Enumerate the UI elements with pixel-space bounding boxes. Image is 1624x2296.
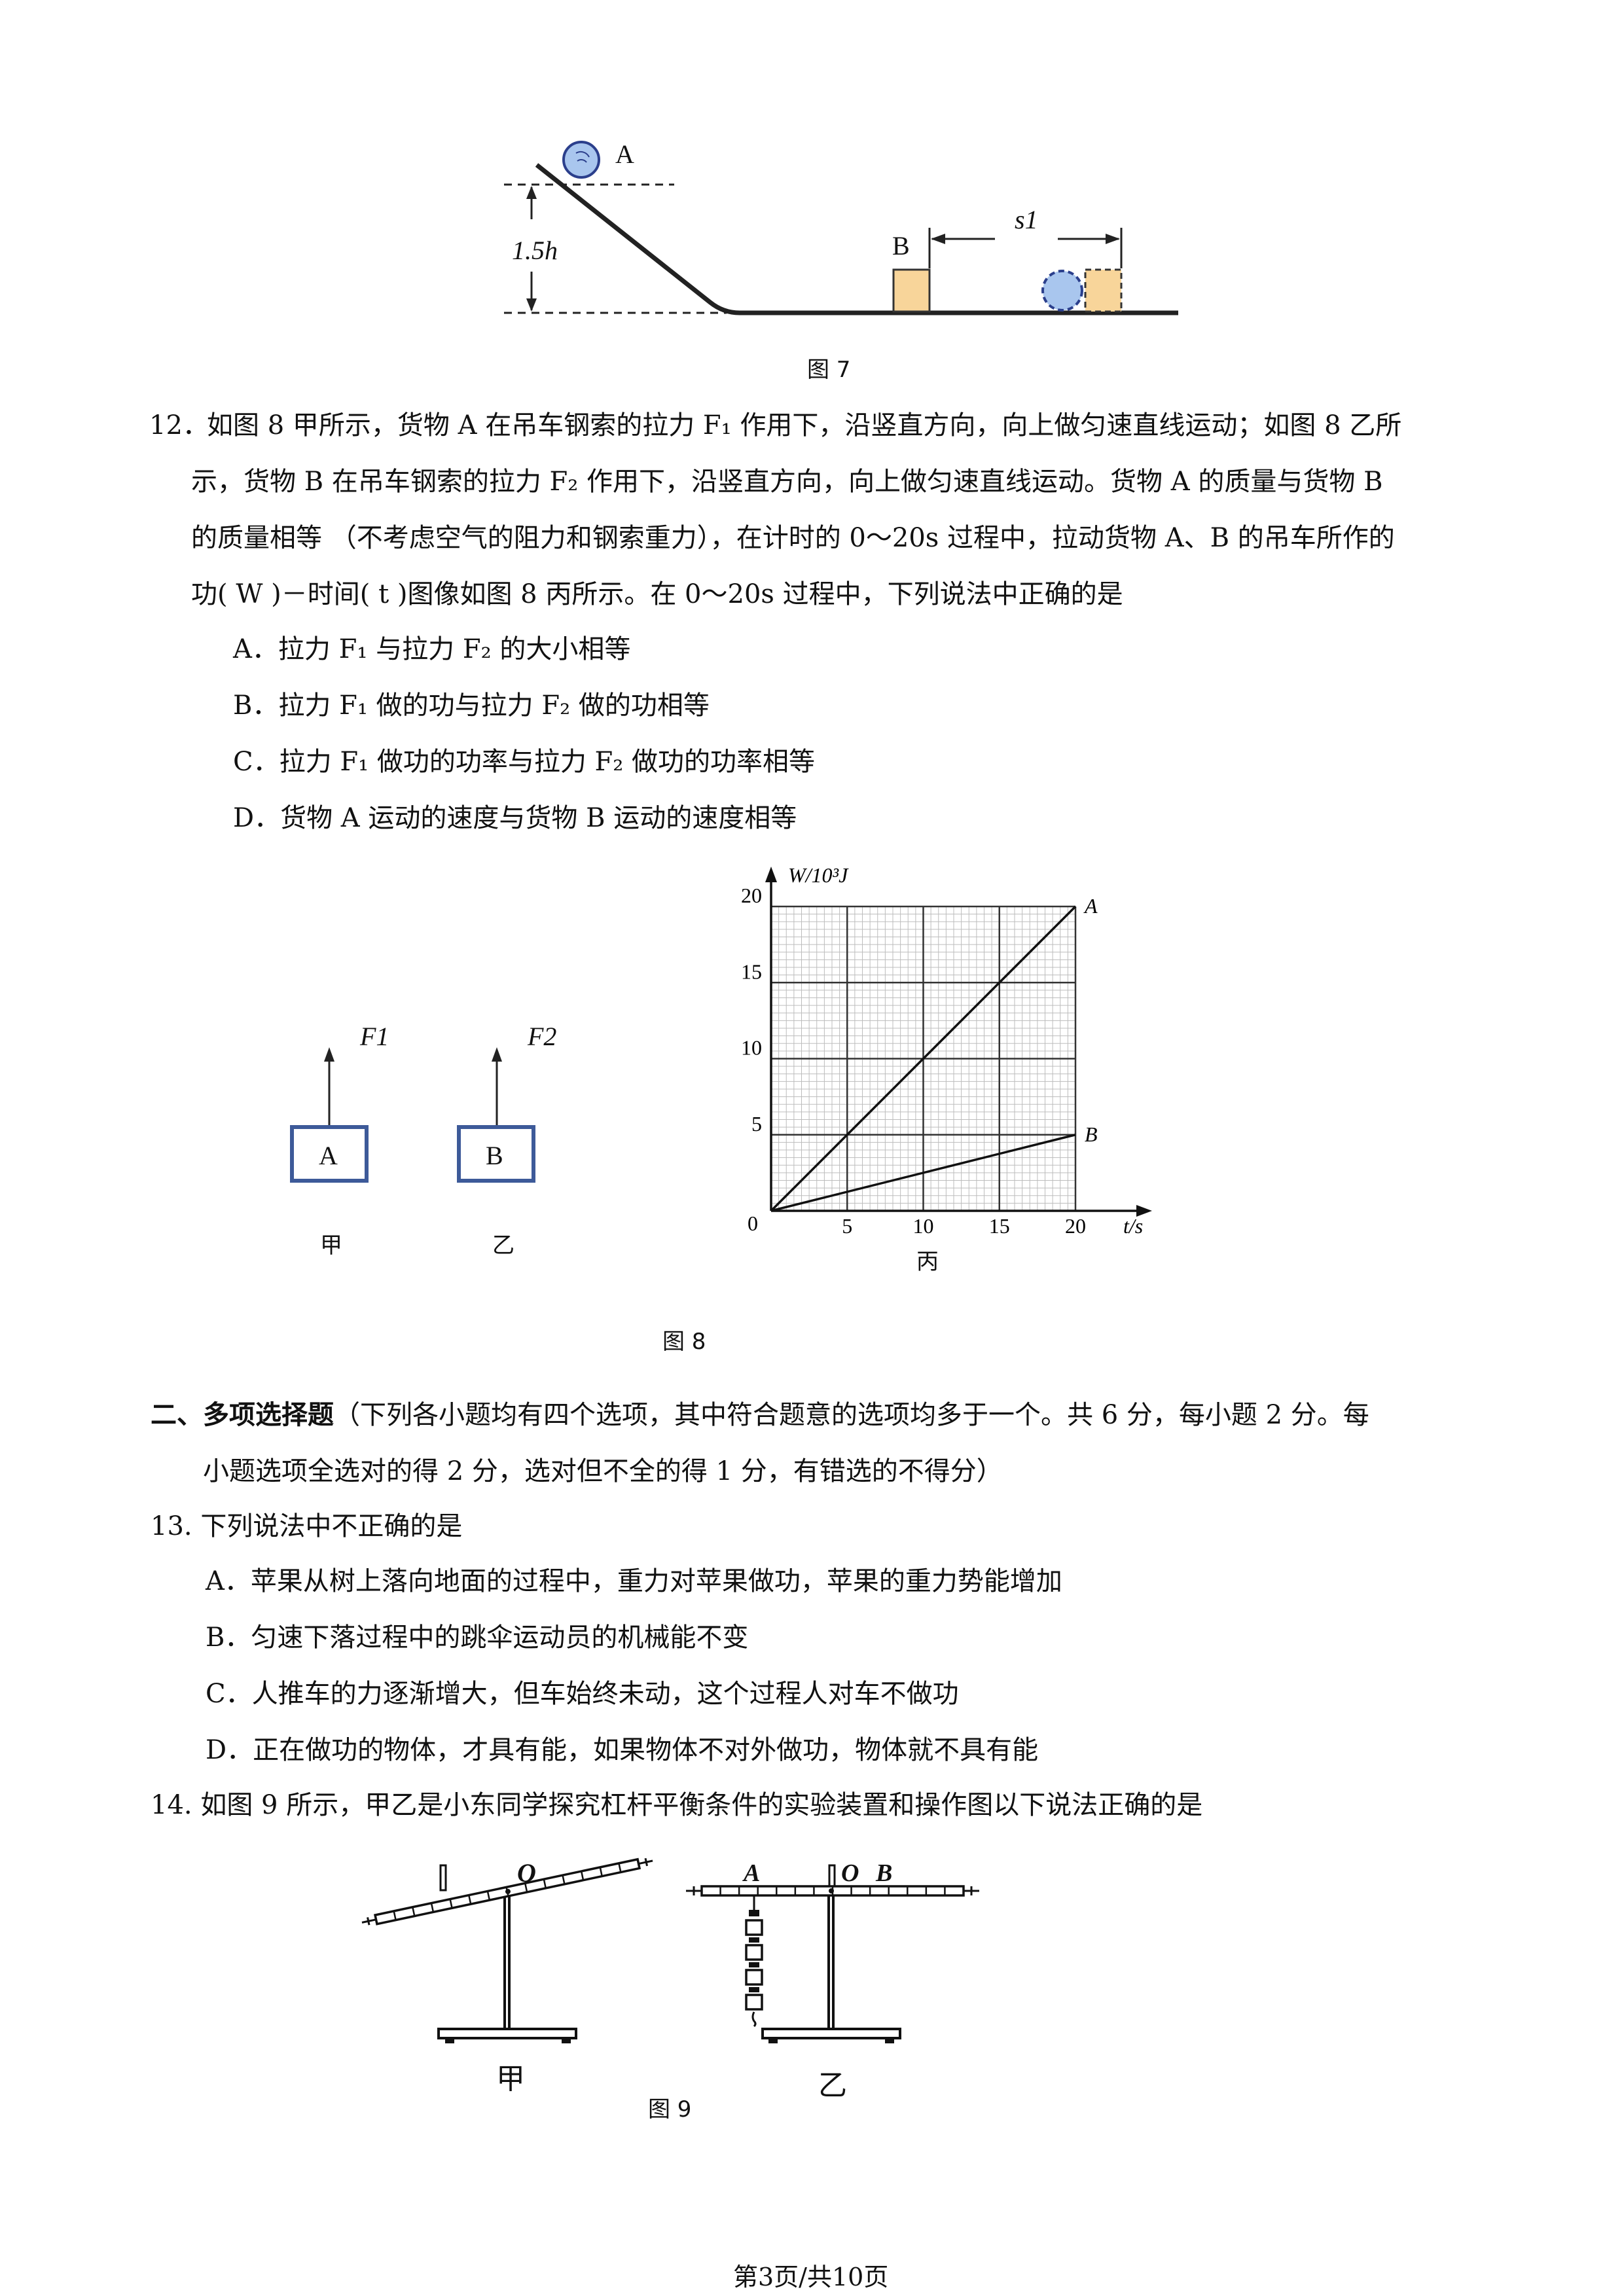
figure-8-boxes (290, 1047, 535, 1183)
lever-tick (468, 1895, 472, 1905)
fig7-label-height: 1.5h (512, 236, 558, 265)
lever-tick (599, 1867, 603, 1876)
lever-tick (393, 1910, 397, 1920)
q13-option-c[interactable]: C．人推车的力逐渐增大，但车始终未动，这个过程人对车不做功 (206, 1679, 959, 1709)
chart-xlabel: t/s (1123, 1214, 1143, 1238)
fig8-force-1-text: F1 (360, 1022, 389, 1051)
y-tick-label: 20 (741, 884, 762, 907)
q12-option-c[interactable]: C．拉力 F₁ 做功的功率与拉力 F₂ 做功的功率相等 (233, 747, 816, 777)
fig9-label-o-jia: O (517, 1858, 536, 1888)
chart-origin: 0 (748, 1211, 758, 1235)
q12-option-a[interactable]: A．拉力 F₁ 与拉力 F₂ 的大小相等 (233, 634, 631, 664)
figure-9 (361, 1857, 979, 2043)
y-tick-label: 5 (751, 1112, 762, 1136)
fig8-caption: 图 8 (662, 1329, 706, 1355)
fig7-label-s1: s1 (1015, 205, 1038, 234)
x-tick-label: 10 (913, 1214, 934, 1238)
lever-tick (562, 1874, 566, 1885)
lever-tick (580, 1871, 585, 1880)
section2-title: 二、多项选择题 (151, 1399, 334, 1430)
section2-desc-1: （下列各小题均有四个选项，其中符合题意的选项均多于一个。共 6 分，每小题 2 … (334, 1400, 1369, 1430)
lever-setup-yi (686, 1864, 979, 2043)
q12-option-b[interactable]: B．拉力 F₁ 做的功与拉力 F₂ 做的功相等 (233, 691, 710, 721)
series-line-b (770, 1134, 1076, 1212)
fig9-caption: 图 9 (648, 2096, 692, 2123)
fig8-label-yi: 乙 (492, 1232, 514, 1259)
lever-ticks-yi (719, 1886, 946, 1895)
lever-tick (543, 1878, 547, 1889)
chart-ylabel: W/10³J (788, 863, 849, 887)
q12-line-1: 如图 8 甲所示，货物 A 在吊车钢索的拉力 F₁ 作用下，沿竖直方向，向上做匀… (207, 410, 1402, 440)
lever-tick (524, 1883, 528, 1893)
y-tick-label: 10 (741, 1036, 762, 1060)
q14-stem: 14. 如图 9 所示，甲乙是小东同学探究杠杆平衡条件的实验装置和操作图以下说法… (151, 1790, 1203, 1820)
q13-option-a[interactable]: A．苹果从树上落向地面的过程中，重力对苹果做功，苹果的重力势能增加 (206, 1566, 1062, 1596)
page-number: 第3页/共10页 (733, 2263, 889, 2291)
y-tick-label: 15 (741, 960, 762, 983)
q12-line-4: 功( W )－时间( t )图像如图 8 丙所示。在 0～20s 过程中，下列说… (191, 579, 1123, 609)
series-line-a (770, 905, 1077, 1212)
y-axis-arrow (765, 867, 777, 882)
x-tick-label: 5 (842, 1214, 852, 1238)
q12-line-3: 的质量相等 （不考虑空气的阻力和钢索重力），在计时的 0～20s 过程中，拉动货… (191, 523, 1395, 553)
fig7-label-b: B (892, 231, 910, 260)
section2-heading: 二、多项选择题（下列各小题均有四个选项，其中符合题意的选项均多于一个。共 6 分… (151, 1397, 1369, 1433)
fig8-label-jia: 甲 (320, 1232, 342, 1259)
fig8-box-b-label: B (486, 1141, 503, 1170)
series-label-b: B (1085, 1122, 1098, 1146)
q12-number: 12． (149, 410, 209, 440)
fig8-force-1: F1 (360, 1018, 389, 1055)
fig7-label-a: A (615, 139, 634, 169)
chart-tick-layer: 5 10 15 20 5 10 15 20 (741, 884, 1086, 1238)
x-tick-label: 15 (989, 1214, 1010, 1238)
box-a (290, 1125, 369, 1183)
fig7-caption: 图 7 (807, 357, 851, 383)
x-tick-label: 20 (1065, 1214, 1086, 1238)
fig9-label-b: B (876, 1859, 893, 1887)
lever-setup-jia (361, 1857, 653, 2043)
figure-7 (504, 141, 1178, 315)
chart-series-layer: AB (770, 894, 1098, 1212)
series-label-a: A (1083, 894, 1098, 918)
q13-option-b[interactable]: B．匀速下落过程中的跳伞运动员的机械能不变 (206, 1623, 749, 1653)
lever-tick (412, 1907, 416, 1916)
fig8-force-2: F2 (528, 1018, 556, 1055)
q13-stem: 13. 下列说法中不正确的是 (151, 1511, 463, 1541)
lever-tick (449, 1899, 453, 1909)
x-axis-arrow (1136, 1205, 1152, 1217)
q12-option-d[interactable]: D．货物 A 运动的速度与货物 B 运动的速度相等 (233, 803, 797, 833)
section2-desc-2: 小题选项全选对的得 2 分，选对但不全的得 1 分，有错选的不得分） (203, 1456, 1003, 1486)
lever-tick (618, 1863, 622, 1873)
fig9-label-yi: 乙 (818, 2069, 847, 2102)
q12-line-2: 示，货物 B 在吊车钢索的拉力 F₂ 作用下，沿竖直方向，向上做匀速直线运动。货… (191, 467, 1383, 497)
lever-tick (430, 1903, 435, 1912)
fig9-label-o-yi: O (841, 1859, 859, 1887)
fig8-force-2-text: F2 (528, 1022, 557, 1051)
fig8-label-bing: 丙 (916, 1249, 939, 1275)
fig8-box-a-label: A (319, 1141, 338, 1170)
lever-tick (486, 1891, 491, 1901)
fig9-label-jia: 甲 (496, 2062, 525, 2096)
box-b (457, 1125, 535, 1183)
q13-option-d[interactable]: D．正在做功的物体，才具有能，如果物体不对外做功，物体就不具有能 (206, 1735, 1039, 1765)
fig9-label-a: A (744, 1859, 761, 1887)
